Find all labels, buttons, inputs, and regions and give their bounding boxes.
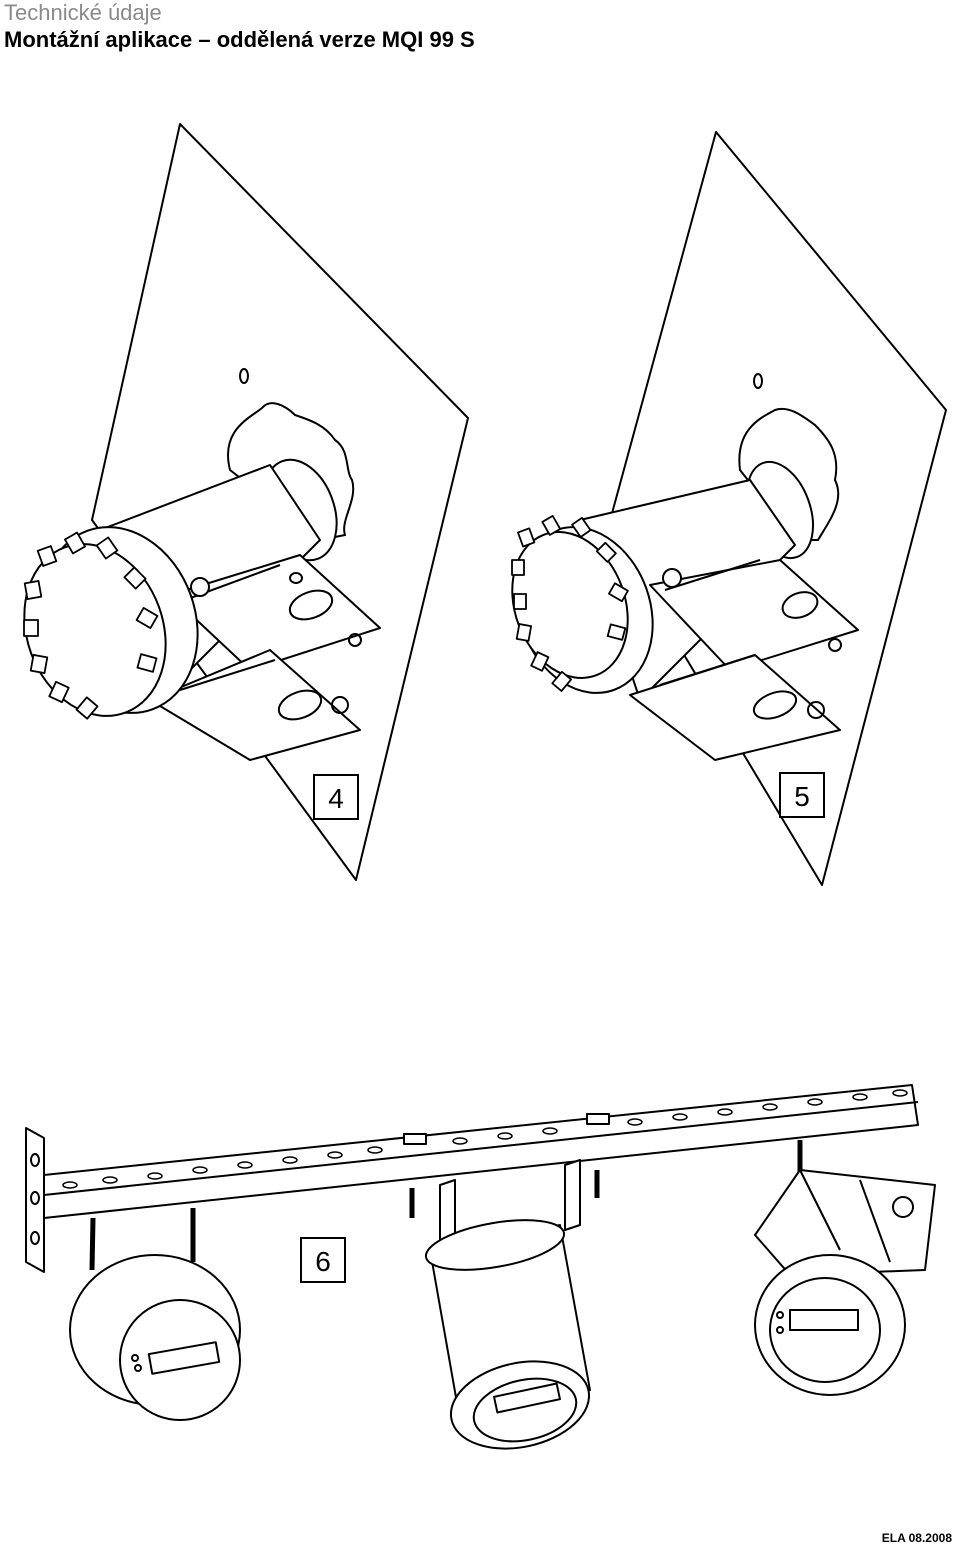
page-title: Montážní aplikace – oddělená verze MQI 9…	[4, 27, 475, 52]
figure-4-drawing	[23, 123, 469, 881]
figure-label-4: 4	[313, 774, 359, 820]
figure-label-6: 6	[300, 1237, 346, 1283]
section-heading: Technické údaje	[4, 0, 162, 25]
wall-plate-4	[91, 123, 469, 881]
figure-6-drawing	[25, 1084, 936, 1450]
mounting-rail	[43, 1084, 919, 1219]
figure-5-drawing	[511, 131, 947, 886]
figure-label-5: 5	[779, 772, 825, 818]
wall-plate-5	[607, 131, 947, 886]
document-code: ELA 08.2008	[881, 1531, 952, 1545]
